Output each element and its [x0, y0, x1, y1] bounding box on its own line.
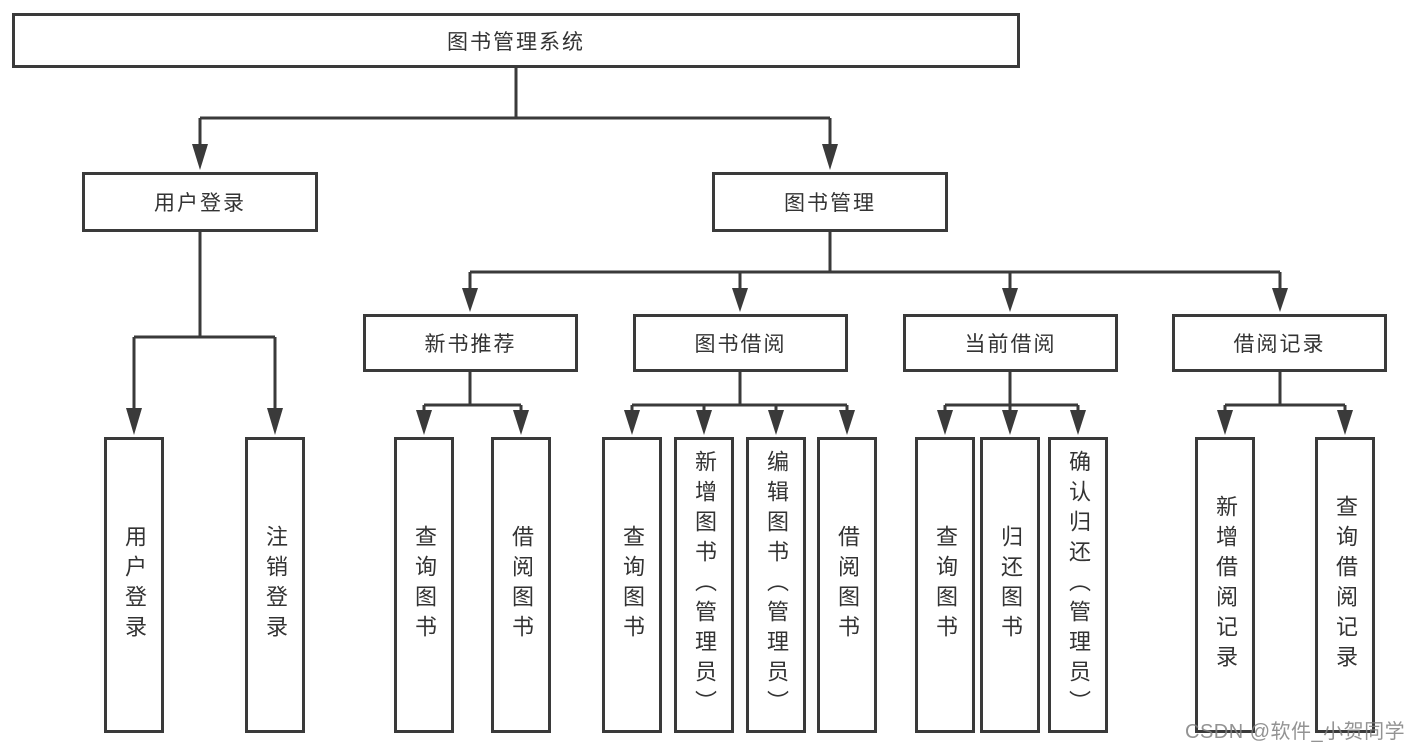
leaf-newbook-query-books-label: 查询图书	[412, 525, 437, 645]
node-user-login-label: 用户登录	[154, 192, 246, 215]
connector-user-login-to-leaves	[126, 232, 283, 435]
leaf-records-add-record: 新增借阅记录	[1195, 437, 1255, 733]
node-book-management-label: 图书管理	[784, 192, 876, 215]
leaf-borrow-query-books: 查询图书	[602, 437, 662, 733]
leaf-borrow-borrow-books: 借阅图书	[817, 437, 877, 733]
connector-borrow-records-to-leaves	[1217, 372, 1353, 435]
connector-new-book-to-leaves	[416, 372, 529, 435]
connector-book-management-to-level3	[462, 232, 1288, 312]
node-user-login: 用户登录	[82, 172, 318, 232]
leaf-borrow-add-books-admin: 新增图书（管理员）	[674, 437, 734, 733]
leaf-current-confirm-return-admin: 确认归还（管理员）	[1048, 437, 1108, 733]
leaf-user-login: 用户登录	[104, 437, 164, 733]
node-borrow-records-label: 借阅记录	[1233, 333, 1326, 356]
node-book-management: 图书管理	[712, 172, 948, 232]
leaf-borrow-add-books-admin-label: 新增图书（管理员）	[692, 450, 717, 720]
node-book-borrow-label: 图书借阅	[694, 333, 787, 356]
leaf-newbook-borrow-books: 借阅图书	[491, 437, 551, 733]
connector-book-borrow-to-leaves	[624, 372, 855, 435]
leaf-borrow-edit-books-admin: 编辑图书（管理员）	[746, 437, 806, 733]
node-new-book-recommend: 新书推荐	[363, 314, 578, 372]
leaf-records-query-record: 查询借阅记录	[1315, 437, 1375, 733]
leaf-current-return-books-label: 归还图书	[998, 525, 1023, 645]
leaf-logout: 注销登录	[245, 437, 305, 733]
leaf-user-login-label: 用户登录	[122, 525, 147, 645]
node-borrow-records: 借阅记录	[1172, 314, 1387, 372]
leaf-borrow-borrow-books-label: 借阅图书	[835, 525, 860, 645]
node-book-borrow: 图书借阅	[633, 314, 848, 372]
csdn-watermark: CSDN @软件_小贺同学	[1185, 721, 1405, 743]
node-current-borrow: 当前借阅	[903, 314, 1118, 372]
leaf-records-query-record-label: 查询借阅记录	[1333, 495, 1358, 675]
leaf-current-return-books: 归还图书	[980, 437, 1040, 733]
node-new-book-recommend-label: 新书推荐	[424, 333, 517, 356]
node-root-label: 图书管理系统	[447, 30, 585, 54]
leaf-records-add-record-label: 新增借阅记录	[1213, 495, 1238, 675]
node-current-borrow-label: 当前借阅	[964, 333, 1057, 356]
connector-current-borrow-to-leaves	[937, 372, 1086, 435]
leaf-logout-label: 注销登录	[263, 525, 288, 645]
leaf-current-query-books: 查询图书	[915, 437, 975, 733]
leaf-newbook-borrow-books-label: 借阅图书	[509, 525, 534, 645]
leaf-borrow-query-books-label: 查询图书	[620, 525, 645, 645]
connector-root-to-level2	[192, 68, 838, 170]
node-root-system: 图书管理系统	[12, 13, 1020, 68]
leaf-current-query-books-label: 查询图书	[933, 525, 958, 645]
leaf-current-confirm-return-admin-label: 确认归还（管理员）	[1066, 450, 1091, 720]
leaf-newbook-query-books: 查询图书	[394, 437, 454, 733]
leaf-borrow-edit-books-admin-label: 编辑图书（管理员）	[764, 450, 789, 720]
